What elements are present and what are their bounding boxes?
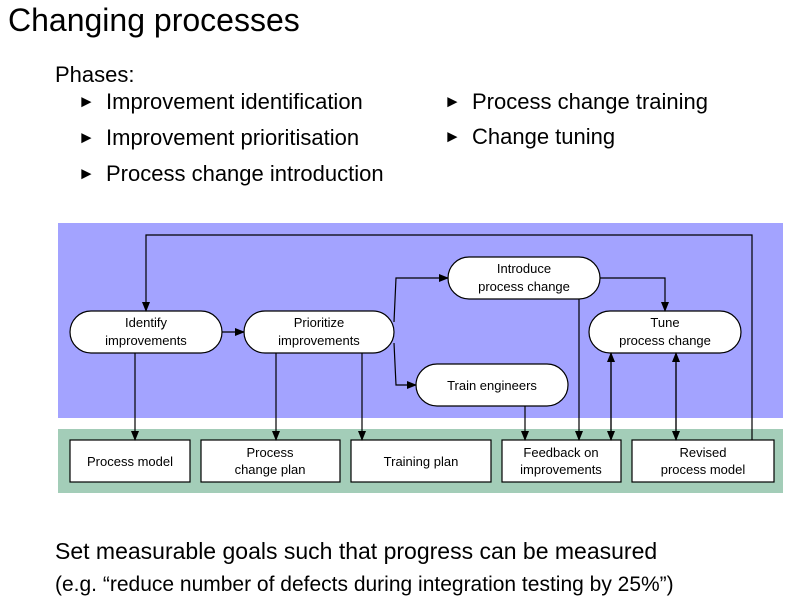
- node-line: Tune: [650, 315, 679, 330]
- phase-bullet: ► Change tuning: [444, 124, 615, 150]
- triangle-bullet-icon: ►: [78, 92, 95, 111]
- artifact-training-plan: Training plan: [350, 439, 492, 483]
- triangle-bullet-icon: ►: [78, 164, 95, 183]
- phase-bullet: ► Process change training: [444, 89, 708, 115]
- arrow-introduce-to-tune: [600, 277, 669, 312]
- phase-text: Process change training: [472, 89, 709, 114]
- phase-text: Process change introduction: [106, 161, 384, 186]
- triangle-bullet-icon: ►: [444, 92, 461, 111]
- phase-text: Change tuning: [472, 124, 616, 149]
- node-line: improvements: [105, 333, 187, 348]
- phases-label: Phases:: [55, 62, 135, 87]
- artifact-revised-process-model: Revised process model: [631, 439, 775, 483]
- node-line: Prioritize: [294, 315, 345, 330]
- phase-bullet: ► Improvement prioritisation: [78, 125, 359, 151]
- box-line: Revised: [680, 445, 727, 460]
- arrow-feedback-loop: [142, 234, 753, 440]
- process-train-engineers: Train engineers: [415, 363, 569, 407]
- box-line: change plan: [235, 462, 306, 477]
- phase-bullet: ► Improvement identification: [78, 89, 363, 115]
- process-introduce-change: Introduce process change: [447, 256, 601, 300]
- phase-text: Improvement identification: [106, 89, 363, 114]
- goal-example: (e.g. “reduce number of defects during i…: [55, 573, 674, 596]
- box-line: Feedback on: [523, 445, 598, 460]
- triangle-bullet-icon: ►: [78, 128, 95, 147]
- goal-statement: Set measurable goals such that progress …: [55, 538, 658, 564]
- node-line: Train engineers: [447, 378, 537, 393]
- arrow-prioritize-to-introduce: [393, 274, 449, 323]
- node-line: Identify: [125, 315, 167, 330]
- node-line: process change: [619, 333, 711, 348]
- process-tune-change: Tune process change: [588, 310, 742, 354]
- process-prioritize-improvements: Prioritize improvements: [243, 310, 395, 354]
- artifact-process-model: Process model: [69, 439, 191, 483]
- node-line: improvements: [278, 333, 360, 348]
- arrow-prioritize-to-train: [393, 342, 417, 389]
- box-line: Process: [247, 445, 294, 460]
- process-identify-improvements: Identify improvements: [69, 310, 223, 354]
- page-title: Changing processes: [8, 2, 300, 38]
- phase-text: Improvement prioritisation: [106, 125, 360, 150]
- box-line: process model: [661, 462, 746, 477]
- box-line: Process model: [87, 454, 173, 469]
- artifact-feedback-on-improvements: Feedback on improvements: [501, 439, 622, 483]
- box-line: improvements: [520, 462, 602, 477]
- triangle-bullet-icon: ►: [444, 127, 461, 146]
- node-line: Introduce: [497, 261, 551, 276]
- phase-bullet: ► Process change introduction: [78, 161, 384, 187]
- node-line: process change: [478, 279, 570, 294]
- artifact-process-change-plan: Process change plan: [200, 439, 341, 483]
- box-line: Training plan: [384, 454, 459, 469]
